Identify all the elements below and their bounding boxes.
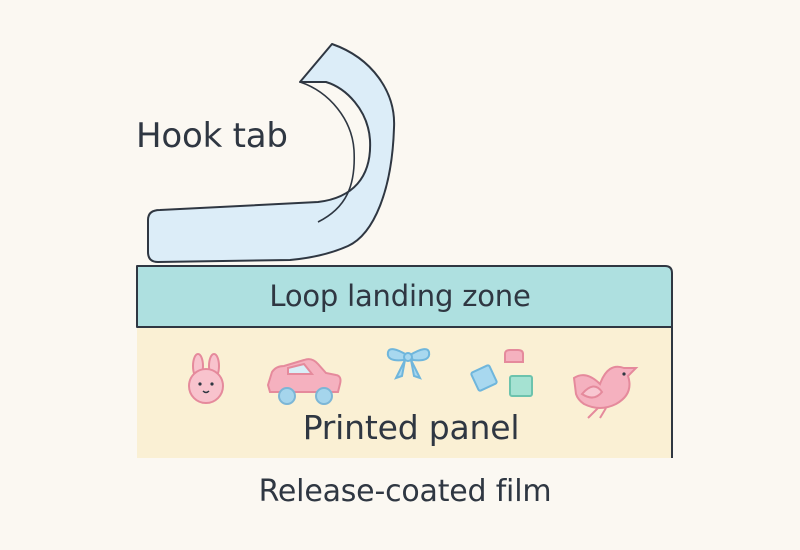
hook-tab-fold-line [299,81,356,223]
release-film-label: Release-coated film [258,474,552,509]
hook-tab [147,43,396,263]
bunny-icon [188,353,224,404]
blocks-icon [470,349,533,397]
toy-car-icon [266,358,342,405]
hook-tab-label: Hook tab [136,116,288,156]
loop-landing-zone [136,265,673,328]
printed-panel-label: Printed panel [302,408,520,447]
bow-icon [386,348,431,380]
loop-landing-zone-label: Loop landing zone [269,279,531,313]
printed-panel [137,327,672,458]
bird-icon [572,365,639,419]
